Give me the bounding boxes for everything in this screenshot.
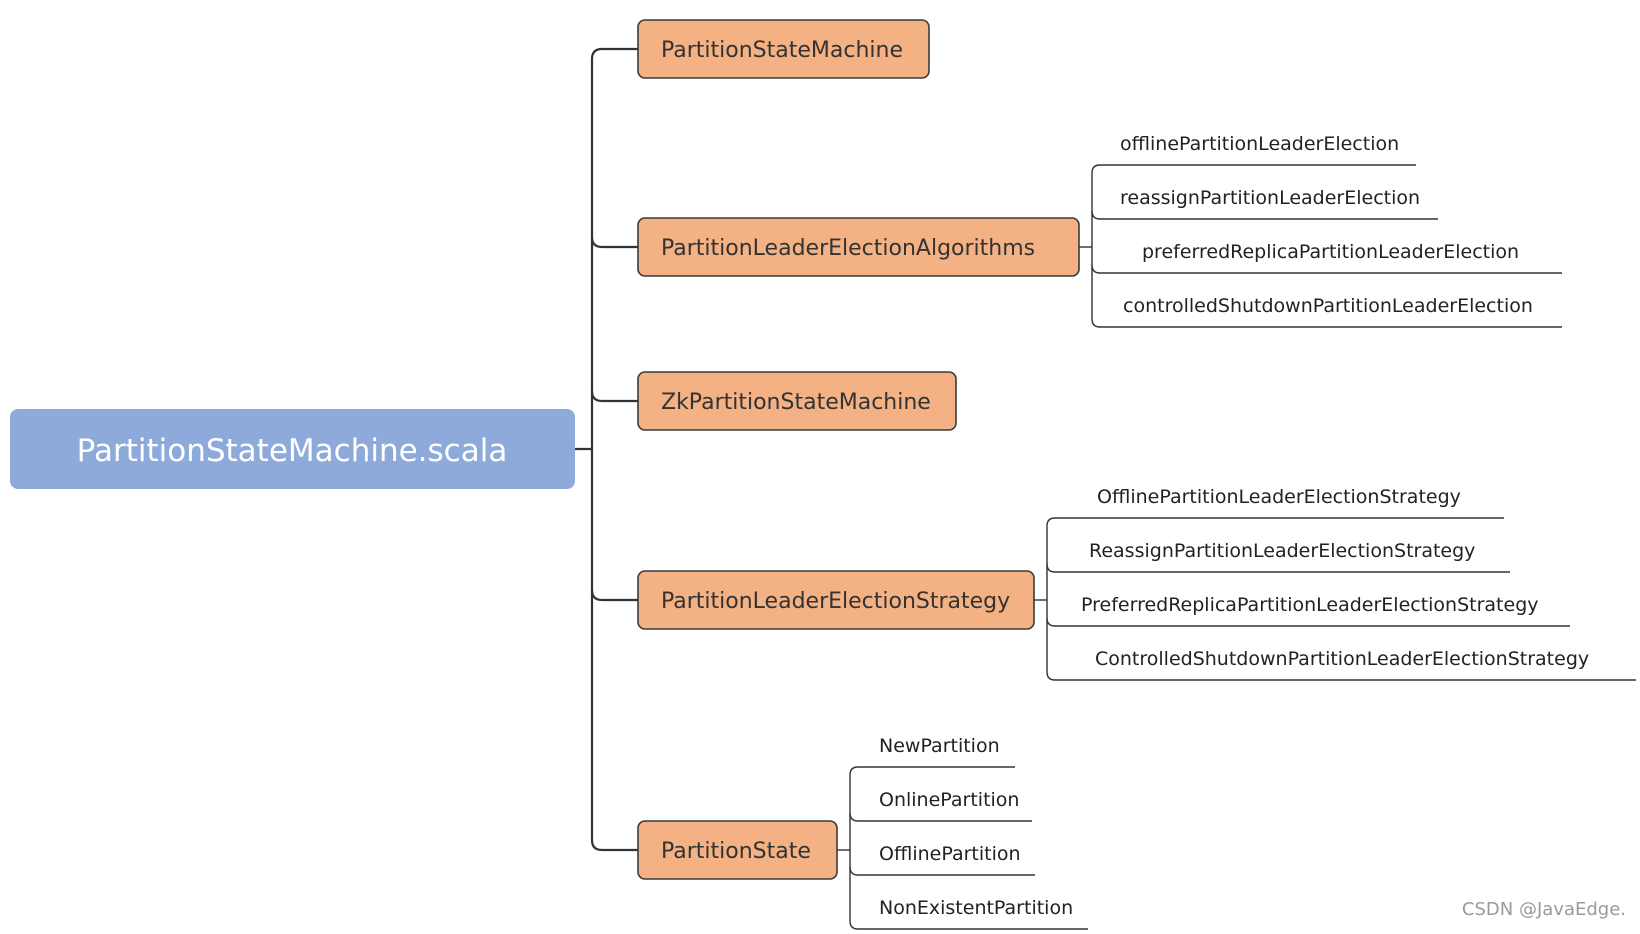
leaf-underline [849,812,1032,822]
leaf-node-new-partition[interactable]: NewPartition [879,735,1000,757]
branch-node-partition-state-machine[interactable]: PartitionStateMachine [637,19,930,79]
branch-node-box [637,371,957,431]
branch-node-box [637,19,930,79]
leaf-underline [1091,264,1562,274]
watermark: CSDN @JavaEdge. [1461,899,1626,920]
leaf-node-non-existent-partition[interactable]: NonExistentPartition [879,897,1073,919]
leaf-underline [1046,563,1510,573]
branch-connector [590,589,638,602]
branch-node-label: PartitionLeaderElectionAlgorithms [661,236,1035,261]
leaf-bracket [1091,164,1101,328]
leaf-node-preferred-replica-partition-leader-election[interactable]: preferredReplicaPartitionLeaderElection [1142,241,1519,263]
leaf-node-online-partition[interactable]: OnlinePartition [879,789,1019,811]
leaf-node-label: OfflinePartition [879,843,1021,865]
leaf-node-reassign-partition-leader-election-strategy[interactable]: ReassignPartitionLeaderElectionStrategy [1089,540,1475,562]
leaf-node-controlled-shutdown-partition-leader-election[interactable]: controlledShutdownPartitionLeaderElectio… [1123,295,1533,317]
leaf-underline [1046,617,1570,627]
connector-lines [575,47,1636,930]
branch-node-partition-leader-election-strategy[interactable]: PartitionLeaderElectionStrategy [637,570,1035,630]
leaf-node-offline-partition[interactable]: OfflinePartition [879,843,1021,865]
leaf-node-label: NonExistentPartition [879,897,1073,919]
leaf-node-label: NewPartition [879,735,1000,757]
branch-node-label: PartitionState [661,839,811,864]
leaf-node-label: ControlledShutdownPartitionLeaderElectio… [1095,648,1589,670]
leaf-node-label: PreferredReplicaPartitionLeaderElectionS… [1081,594,1539,616]
leaf-underline [849,866,1035,876]
leaf-node-preferred-replica-partition-leader-election-strategy[interactable]: PreferredReplicaPartitionLeaderElectionS… [1081,594,1539,616]
leaf-node-offline-partition-leader-election-strategy[interactable]: OfflinePartitionLeaderElectionStrategy [1097,486,1461,508]
leaf-node-label: controlledShutdownPartitionLeaderElectio… [1123,295,1533,317]
branch-node-label: ZkPartitionStateMachine [661,390,931,415]
trunk-connector [590,47,603,852]
branch-node-label: PartitionStateMachine [661,38,903,63]
branch-node-partition-leader-election-algorithms[interactable]: PartitionLeaderElectionAlgorithms [637,217,1080,277]
leaf-node-offline-partition-leader-election[interactable]: offlinePartitionLeaderElection [1120,133,1399,155]
branch-node-box [637,217,1080,277]
leaf-node-label: offlinePartitionLeaderElection [1120,133,1399,155]
branch-node-box [637,570,1035,630]
branch-node-label: PartitionLeaderElectionStrategy [661,589,1010,614]
root-node-label: PartitionStateMachine.scala [77,433,508,469]
leaf-node-label: OnlinePartition [879,789,1019,811]
leaf-node-label: reassignPartitionLeaderElection [1120,187,1420,209]
branch-node-partition-state[interactable]: PartitionState [637,820,838,880]
leaf-node-reassign-partition-leader-election[interactable]: reassignPartitionLeaderElection [1120,187,1420,209]
leaf-node-label: preferredReplicaPartitionLeaderElection [1142,241,1519,263]
branch-node-zk-partition-state-machine[interactable]: ZkPartitionStateMachine [637,371,957,431]
leaf-bracket [849,766,859,930]
branch-connector [590,236,638,249]
root-node-box [10,409,575,489]
leaf-node-label: ReassignPartitionLeaderElectionStrategy [1089,540,1475,562]
root-node[interactable]: PartitionStateMachine.scala [10,409,575,489]
leaf-node-label: OfflinePartitionLeaderElectionStrategy [1097,486,1461,508]
leaf-node-controlled-shutdown-partition-leader-election-strategy[interactable]: ControlledShutdownPartitionLeaderElectio… [1095,648,1589,670]
leaf-underline [1091,210,1438,220]
branch-node-box [637,820,838,880]
branch-connector [590,390,638,403]
leaf-bracket [1046,517,1056,681]
